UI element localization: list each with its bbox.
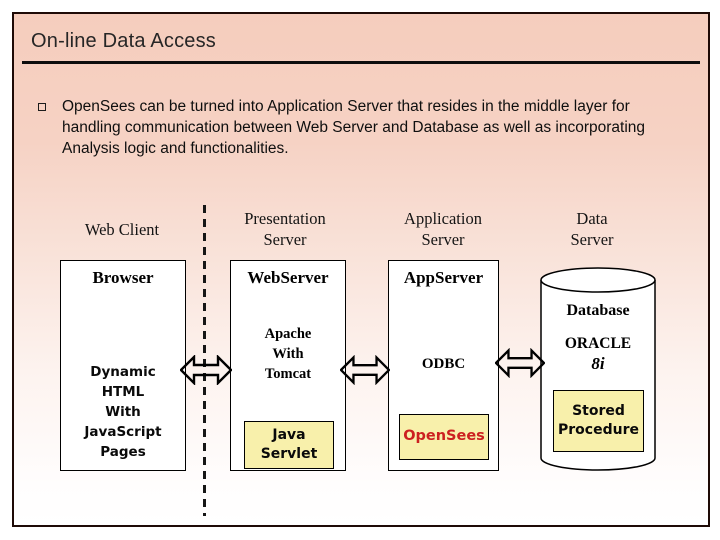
- column-separator-dashed-line: [203, 205, 206, 516]
- bullet-text: OpenSees can be turned into Application …: [62, 98, 646, 157]
- appserver-box-title: AppServer: [403, 268, 484, 287]
- java-servlet-box: Java Servlet: [244, 421, 334, 469]
- column-header-presentation-server: Presentation Server: [244, 209, 326, 249]
- odbc-label: ODBC: [421, 356, 466, 372]
- webserver-box-title: WebServer: [247, 268, 329, 287]
- browser-box-content: Dynamic HTML With JavaScript Pages: [84, 364, 162, 460]
- double-arrow-icon: [495, 348, 545, 378]
- browser-box: Browser Dynamic HTML With JavaScript Pag…: [60, 260, 186, 471]
- square-bullet-icon: [38, 103, 46, 111]
- double-arrow-icon: [340, 355, 390, 385]
- slide: On-line Data Access OpenSees can be turn…: [12, 12, 710, 527]
- column-header-data-server: Data Server: [570, 209, 614, 249]
- title-underline: [22, 61, 700, 64]
- apache-tomcat-label: Apache With Tomcat: [264, 326, 312, 382]
- browser-box-title: Browser: [92, 268, 154, 287]
- column-header-web-client: Web Client: [84, 220, 160, 239]
- double-arrow-icon: [180, 355, 232, 385]
- database-label: Database: [566, 302, 630, 319]
- webserver-box: WebServer Apache With Tomcat Java Servle…: [230, 260, 346, 471]
- oracle-label: ORACLE: [564, 335, 632, 352]
- page-title: On-line Data Access: [31, 30, 216, 52]
- opensees-box: OpenSees: [399, 414, 489, 460]
- oracle-version-label: 8i: [591, 354, 605, 373]
- stored-procedure-box: Stored Procedure: [553, 390, 644, 452]
- column-header-application-server: Application Server: [404, 209, 482, 249]
- appserver-box: AppServer ODBC OpenSees: [388, 260, 499, 471]
